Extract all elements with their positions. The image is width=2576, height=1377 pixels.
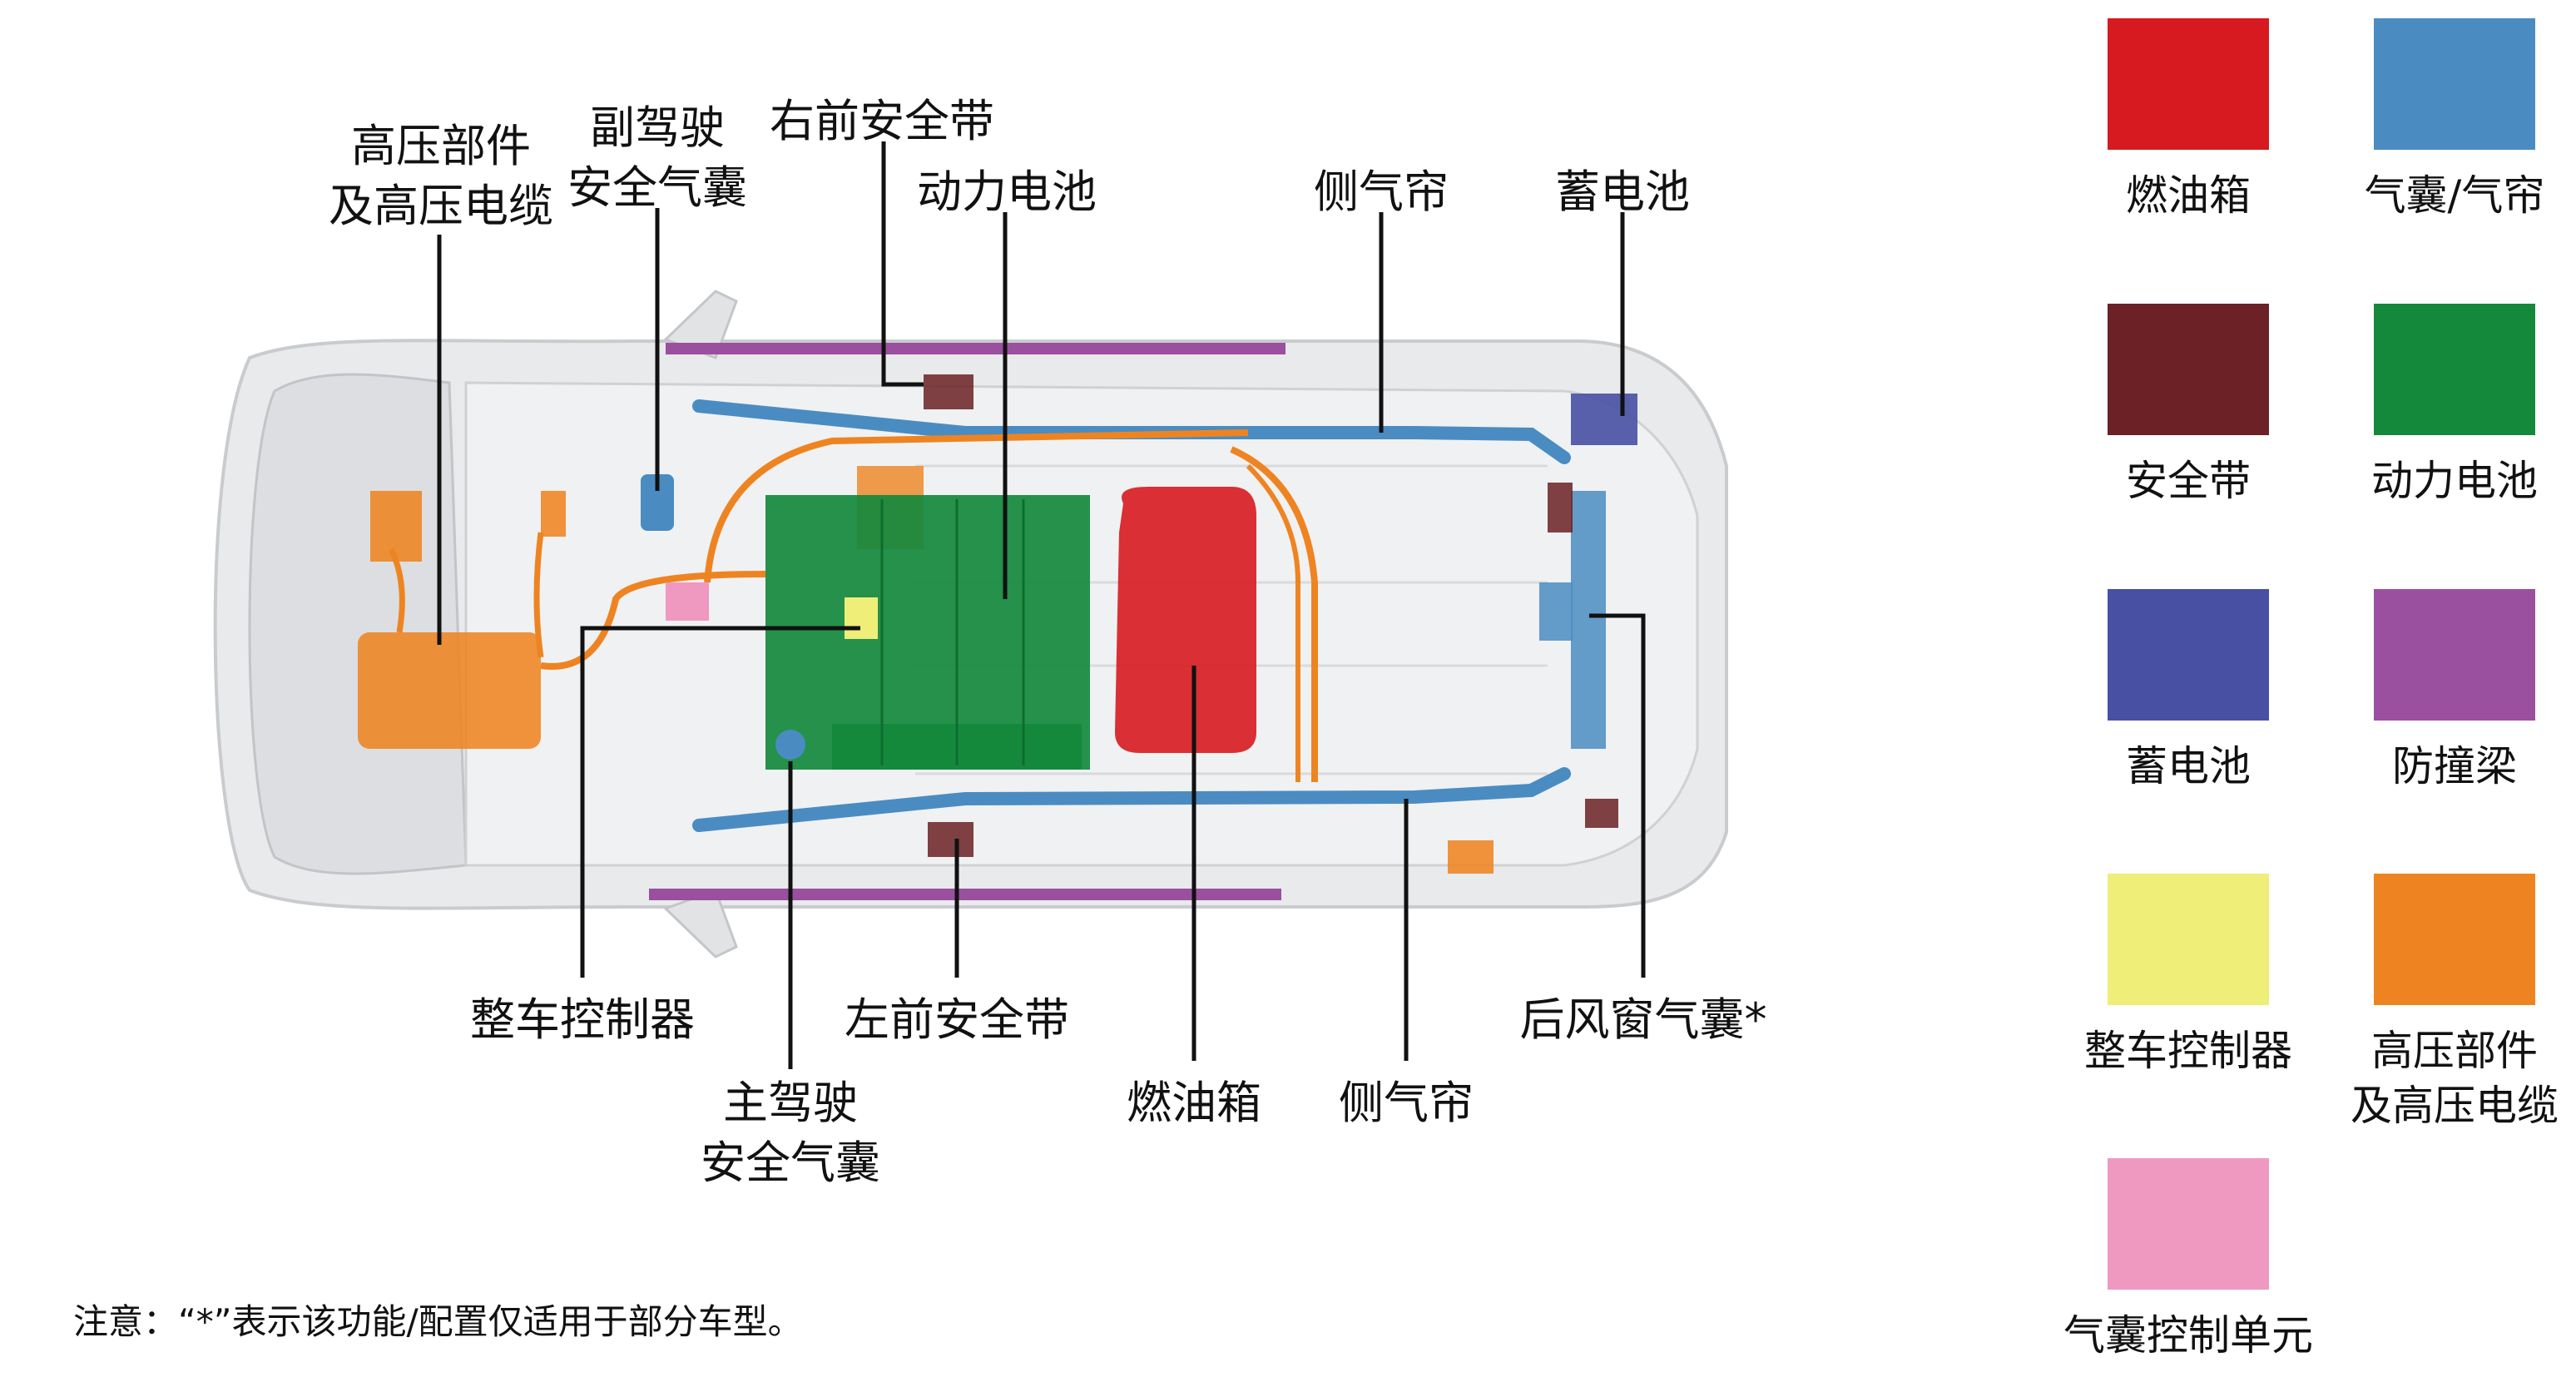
rear-right-belt [1548, 483, 1573, 532]
leader-lines [437, 141, 1646, 1069]
legend-item-12v-battery: 蓄电池 [2063, 589, 2313, 794]
legend-item-hv: 高压部件 及高压电缆 [2330, 874, 2576, 1133]
legend-item-fuel-tank: 燃油箱 [2063, 18, 2313, 223]
callout-passenger-airbag: 副驾驶 安全气囊 [567, 102, 747, 214]
callout-hv-components: 高压部件 及高压电缆 [329, 120, 553, 232]
legend-swatch [2374, 874, 2535, 1005]
curtain-right [692, 399, 1571, 464]
legend-item-airbag-control-unit: 气囊控制单元 [2063, 1158, 2313, 1363]
callout-driver-airbag: 主驾驶 安全气囊 [701, 1077, 880, 1189]
legend-item-vcu: 整车控制器 [2063, 874, 2313, 1078]
right-front-belt [924, 374, 973, 409]
callout-side-curtain-bottom: 侧气帘 [1339, 1077, 1474, 1129]
beam-left [649, 889, 1281, 900]
legend-swatch [2374, 18, 2535, 150]
vehicle-diagram [213, 141, 1728, 1069]
callout-side-curtain-top: 侧气帘 [1314, 166, 1449, 218]
callout-left-front-belt: 左前安全带 [845, 993, 1069, 1046]
curtain-left [692, 767, 1571, 832]
legend-swatch [2108, 874, 2269, 1005]
callout-power-battery: 动力电池 [917, 166, 1097, 218]
passenger-airbag-module [641, 474, 674, 531]
hv-components [358, 429, 1494, 874]
rear-left-belt [1585, 799, 1618, 828]
legend-swatch [2108, 18, 2269, 150]
callout-12v-battery: 蓄电池 [1555, 166, 1690, 218]
driver-airbag-module [775, 730, 805, 760]
callout-right-front-belt: 右前安全带 [770, 95, 994, 147]
legend: 燃油箱 气囊/气帘 安全带 动力电池 蓄电池 防撞梁 整车控制器 高压部件 及高… [2063, 0, 2576, 1377]
legend-item-power-battery: 动力电池 [2330, 304, 2576, 508]
legend-swatch [2108, 589, 2269, 721]
left-front-belt [928, 822, 973, 857]
legend-swatch [2108, 304, 2269, 435]
rear-window-airbag [1571, 491, 1606, 749]
fuel-tank [1115, 487, 1256, 753]
legend-item-airbag: 气囊/气帘 [2330, 18, 2576, 223]
legend-swatch [2374, 304, 2535, 435]
callout-fuel-tank: 燃油箱 [1127, 1077, 1261, 1129]
beam-right [666, 343, 1286, 354]
power-battery [765, 495, 1090, 770]
legend-swatch [2374, 589, 2535, 721]
callout-rear-window-airbag: 后风窗气囊* [1519, 993, 1767, 1046]
airbag-control-unit [666, 582, 709, 621]
vcu-module [845, 597, 878, 639]
callout-vcu: 整车控制器 [470, 993, 695, 1046]
12v-battery [1571, 394, 1637, 445]
legend-swatch [2108, 1158, 2269, 1290]
legend-item-beam: 防撞梁 [2330, 589, 2576, 794]
legend-item-seat-belt: 安全带 [2063, 304, 2313, 508]
footnote: 注意：“*”表示该功能/配置仅适用于部分车型。 [73, 1301, 803, 1342]
